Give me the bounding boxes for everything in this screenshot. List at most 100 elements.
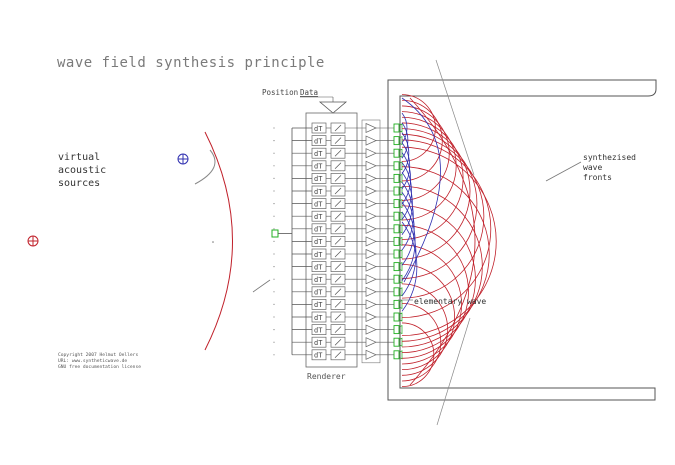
red-elementary-arc [401,94,436,162]
gain-slider-icon [334,338,342,346]
amplifier-icon [365,211,377,222]
loudspeaker-icon [393,211,400,221]
red-elementary-arc [401,122,471,260]
delay-label: dT [314,314,323,322]
row-dot [273,240,275,242]
delay-label: dT [314,137,323,145]
red-elementary-arc [401,116,464,240]
diagram-title: wave field synthesis principle [57,55,325,71]
loudspeaker-icon [393,136,400,146]
gain-slider-icon [334,162,342,170]
loudspeaker-icon [393,262,400,272]
amplifier-icon [365,299,377,310]
row-dot [273,329,275,331]
data-label: Data [300,88,318,97]
loudspeaker-icon [393,249,400,259]
amplifier-icon [365,311,377,323]
row-dot [273,152,275,154]
loudspeaker-icon [393,299,400,309]
dot-marker [212,241,214,243]
gain-slider-icon [334,351,342,359]
gain-slider-icon [334,200,342,207]
gain-slider-icon [334,212,342,220]
delay-label: dT [314,150,323,158]
row-dot [273,203,275,205]
red-elementary-waves [401,94,497,388]
room-outline [387,79,657,401]
red-elementary-arc [401,139,492,319]
loudspeaker-icon [393,173,400,183]
pointer-line-right [545,161,582,182]
gain-slider-icon [334,313,342,321]
guide-line-upper [435,59,475,176]
red-elementary-arc [401,111,457,221]
loudspeaker-icon [393,236,400,246]
delay-label: dT [314,301,323,309]
delay-label: dT [314,163,323,171]
row-dot [273,354,275,356]
red-elementary-arc [401,322,435,388]
blue-elementary-arc [401,112,408,144]
loudspeaker-icon [393,287,400,297]
gain-slider-icon [334,250,342,258]
virtual-sources-label: virtual acoustic sources [58,152,112,189]
amplifier-icon [365,223,377,234]
row-dot [273,266,275,268]
red-wavefront-arc [204,131,233,351]
loudspeaker-icon [393,325,400,335]
loudspeaker-icon [393,337,400,347]
grey-wavefront-arc [194,149,216,185]
amplifier-icon [365,173,377,184]
red-source-icon [27,235,39,247]
row-dot [273,177,275,179]
row-dot [273,278,275,280]
loudspeaker-icon [393,161,400,171]
position-label: Position [262,88,298,97]
amplifier-icon [365,198,377,209]
blue-source-icon [177,153,189,165]
delay-label: dT [314,289,323,297]
elementary-wave-label: elementary wave [414,297,486,306]
gain-slider-icon [334,137,342,144]
amplifier-icon [365,160,377,171]
row-dot [273,253,275,255]
delay-label: dT [314,213,323,221]
blue-elementary-arc [401,221,418,312]
amplifier-icon [365,122,377,134]
gain-slider-icon [334,124,342,132]
amplifier-icon [365,274,377,285]
guide-line-lower [436,317,471,426]
gain-slider-icon [334,225,342,233]
input-node-icon [271,229,292,238]
loudspeaker-icon [393,274,400,284]
loudspeaker-icon [393,123,400,133]
row-dot [273,215,275,217]
red-elementary-arc [401,128,478,279]
delay-label: dT [314,339,323,347]
gain-slider-icon [334,326,342,333]
loudspeaker-icon [393,199,400,209]
pointer-line-left [252,279,271,293]
delay-label: dT [314,238,323,246]
delay-label: dT [314,226,323,234]
red-elementary-arc [401,146,497,337]
delay-label: dT [314,125,323,133]
gain-slider-icon [334,238,342,245]
gain-slider-icon [334,175,342,182]
row-dot [273,303,275,305]
gain-slider-icon [334,187,342,195]
row-dot [273,316,275,318]
amplifier-icon [365,148,377,159]
row-dot [273,190,275,192]
blue-elementary-arc [401,172,413,236]
row-dot [273,140,275,142]
loudspeaker-icon [393,224,400,234]
gain-slider-icon [334,301,342,308]
renderer-box [305,112,358,368]
amplifier-icon [365,185,377,197]
blue-envelope-front [401,97,441,283]
red-elementary-arc [401,205,476,354]
row-dot [273,341,275,343]
blue-elementary-arc [401,162,412,220]
